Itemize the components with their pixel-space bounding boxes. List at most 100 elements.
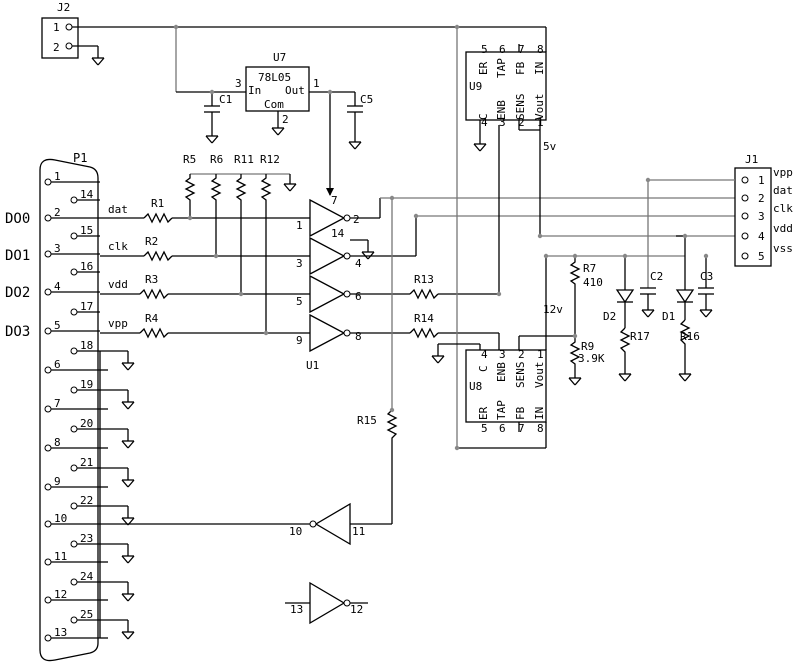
svg-text:ENB: ENB — [495, 362, 508, 382]
do3-label: DO3 — [5, 324, 30, 340]
c2-label: C2 — [650, 270, 663, 283]
j2-label: J2 — [57, 1, 70, 14]
p1-pin-15 — [70, 232, 78, 240]
svg-text:TAP: TAP — [495, 58, 508, 78]
svg-text:C: C — [477, 365, 490, 372]
p1-pin-label-22: 22 — [80, 494, 93, 507]
svg-text:TAP: TAP — [495, 400, 508, 420]
p1-pin-11 — [44, 558, 52, 566]
p1-connector: P1 1142153164175186197208219221023112412… — [39, 151, 135, 662]
svg-text:Vout: Vout — [533, 94, 546, 121]
p1-pin-label-16: 16 — [80, 260, 93, 273]
do1-label: DO1 — [5, 248, 30, 264]
j2-connector: J2 1 2 — [41, 1, 546, 66]
j1-label: J1 — [745, 153, 758, 166]
r5-resistor: R5 — [183, 153, 196, 218]
u7-out-label: Out — [285, 84, 305, 97]
u1-inverter-13-12: 13 12 — [285, 581, 368, 625]
u1-buffer-array: 1 3 5 9 2 4 6 8 7 14 U1 R13 R14 — [296, 125, 735, 372]
svg-text:8: 8 — [537, 422, 544, 435]
p1-pin-21 — [70, 464, 78, 472]
svg-text:14: 14 — [331, 227, 345, 240]
u7-pin-out: 1 — [313, 77, 320, 90]
svg-text:ER: ER — [477, 406, 490, 420]
svg-text:10: 10 — [289, 525, 302, 538]
u7-part: 78L05 — [258, 71, 291, 84]
svg-text:SENS: SENS — [514, 362, 527, 389]
p1-pin-label-3: 3 — [54, 242, 61, 255]
j1-signal-5: vss — [773, 242, 793, 255]
p1-pin-9 — [44, 483, 52, 491]
j1-pin-2 — [741, 194, 749, 202]
svg-text:IN: IN — [533, 407, 546, 420]
r3-label: R3 — [145, 273, 158, 286]
p1-pin-label-2: 2 — [54, 206, 61, 219]
do2-label: DO2 — [5, 285, 30, 301]
u7-com-label: Com — [264, 98, 284, 111]
svg-text:3: 3 — [296, 257, 303, 270]
j1-pin-5 — [741, 252, 749, 260]
svg-text:9: 9 — [296, 334, 303, 347]
svg-text:1: 1 — [296, 219, 303, 232]
svg-text:3: 3 — [499, 348, 506, 361]
u9-regulator: U9 5 6 7 8 ER TAP FB IN C ENB SENS Vout … — [465, 27, 735, 237]
svg-text:4: 4 — [355, 257, 362, 270]
svg-text:4: 4 — [481, 348, 488, 361]
v12-label: 12v — [543, 303, 563, 316]
p1-pin-label-18: 18 — [80, 339, 93, 352]
svg-text:2: 2 — [518, 348, 525, 361]
r6-resistor: R6 — [210, 153, 223, 256]
input-resistors: R1 R2 R3 R4 — [100, 197, 300, 339]
p1-pin-3 — [44, 250, 52, 258]
junction-dots — [173, 24, 709, 451]
svg-text:SENS: SENS — [514, 94, 527, 121]
p1-pin-14 — [70, 196, 78, 204]
p1-pin-8 — [44, 444, 52, 452]
p1-pin-24 — [70, 578, 78, 586]
svg-text:2: 2 — [518, 116, 525, 129]
svg-text:7: 7 — [518, 422, 525, 435]
p1-pin-label-24: 24 — [80, 570, 94, 583]
p1-pin-label-9: 9 — [54, 475, 61, 488]
r9-value: 3.9K — [578, 352, 605, 365]
p1-pin-label-7: 7 — [54, 397, 61, 410]
p1-pin-label-23: 23 — [80, 532, 93, 545]
r2-label: R2 — [145, 235, 158, 248]
j1-pin-num-2: 2 — [758, 192, 765, 205]
p1-pin-7 — [44, 405, 52, 413]
r11-resistor: R11 — [234, 153, 254, 294]
p1-pin-label-21: 21 — [80, 456, 93, 469]
svg-text:8: 8 — [537, 43, 544, 56]
svg-text:6: 6 — [499, 43, 506, 56]
p1-pin-25 — [70, 616, 78, 624]
j1-pin-1 — [741, 176, 749, 184]
p1-pin-22 — [70, 502, 78, 510]
r6-label: R6 — [210, 153, 223, 166]
c5-label: C5 — [360, 93, 373, 106]
u9-label: U9 — [469, 80, 482, 93]
p1-pin-label-13: 13 — [54, 626, 67, 639]
j1-signal-4: vdd — [773, 222, 793, 235]
p1-pin-group: 1142153164175186197208219221023112412251… — [44, 170, 135, 642]
p1-pin-label-10: 10 — [54, 512, 67, 525]
u7-pin-in: 3 — [235, 77, 242, 90]
p1-pin-16 — [70, 268, 78, 276]
p1-pin-4 — [44, 288, 52, 296]
svg-text:1: 1 — [537, 348, 544, 361]
r11-label: R11 — [234, 153, 254, 166]
p1-pin-label-14: 14 — [80, 188, 94, 201]
p1-pin-18 — [70, 347, 78, 355]
svg-text:FB: FB — [514, 406, 527, 420]
p1-pin-label-20: 20 — [80, 417, 93, 430]
p1-pin-label-4: 4 — [54, 280, 61, 293]
p1-pin-17 — [70, 308, 78, 316]
p1-pin-20 — [70, 425, 78, 433]
p1-pin-12 — [44, 596, 52, 604]
p1-pin-label-6: 6 — [54, 358, 61, 371]
svg-text:3: 3 — [499, 116, 506, 129]
r16-label: R16 — [680, 330, 700, 343]
svg-text:5: 5 — [481, 43, 488, 56]
r7-value: 410 — [583, 276, 603, 289]
u7-ref: U7 — [273, 51, 286, 64]
dat-signal-label: dat — [108, 203, 128, 216]
